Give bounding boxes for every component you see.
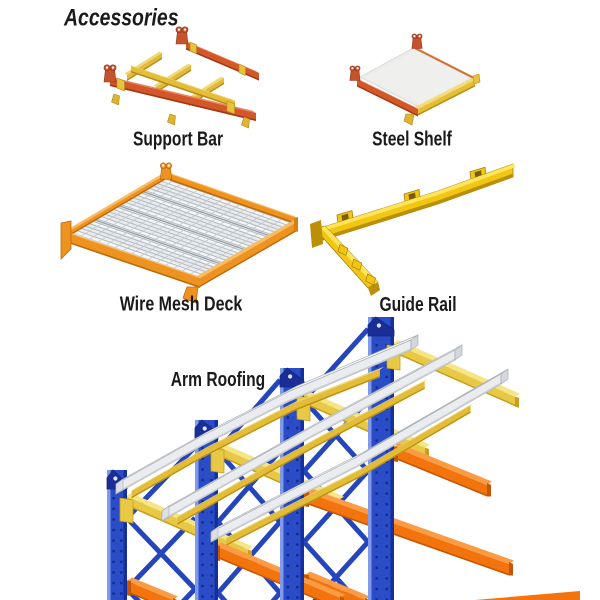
svg-text:Wire Mesh Deck: Wire Mesh Deck [120,293,243,315]
svg-text:Guide Rail: Guide Rail [379,293,456,315]
svg-text:Steel Shelf: Steel Shelf [372,128,452,150]
svg-text:Arm Roofing: Arm Roofing [171,368,265,390]
svg-text:Accessories: Accessories [63,4,178,31]
svg-text:Support Bar: Support Bar [133,128,223,150]
